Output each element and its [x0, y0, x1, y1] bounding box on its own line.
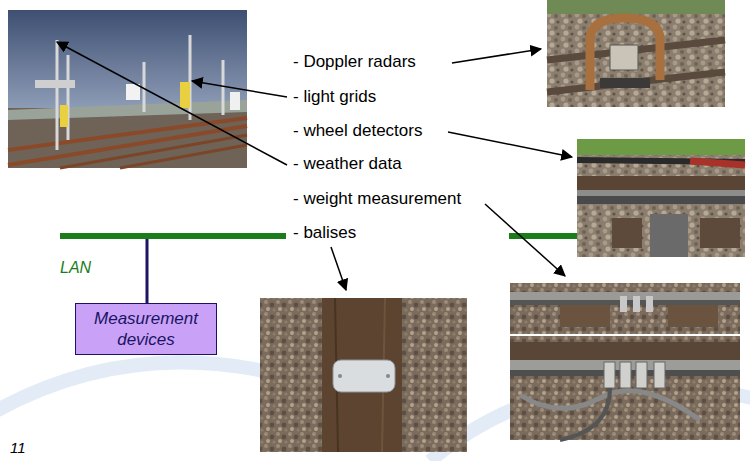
network-label: LAN	[60, 258, 91, 278]
device-box: Measurement devices	[75, 303, 217, 355]
list-item: - weather data	[293, 154, 402, 174]
page-number: 11	[10, 438, 26, 458]
box-text: Measurement devices	[76, 308, 216, 350]
radar-photo	[547, 0, 725, 107]
lan-bus	[60, 236, 577, 303]
list-item: - light grids	[293, 87, 376, 107]
list-item: - balises	[293, 223, 356, 243]
site-photo	[8, 10, 247, 168]
balise-photo	[260, 298, 467, 452]
list-item: - Doppler radars	[293, 52, 416, 72]
list-item: - weight measurement	[293, 189, 461, 209]
wheel-detector-photo	[577, 139, 745, 257]
weight-sensor-photo	[510, 283, 740, 440]
leader-arrows	[57, 42, 572, 290]
list-item: - wheel detectors	[293, 121, 422, 141]
